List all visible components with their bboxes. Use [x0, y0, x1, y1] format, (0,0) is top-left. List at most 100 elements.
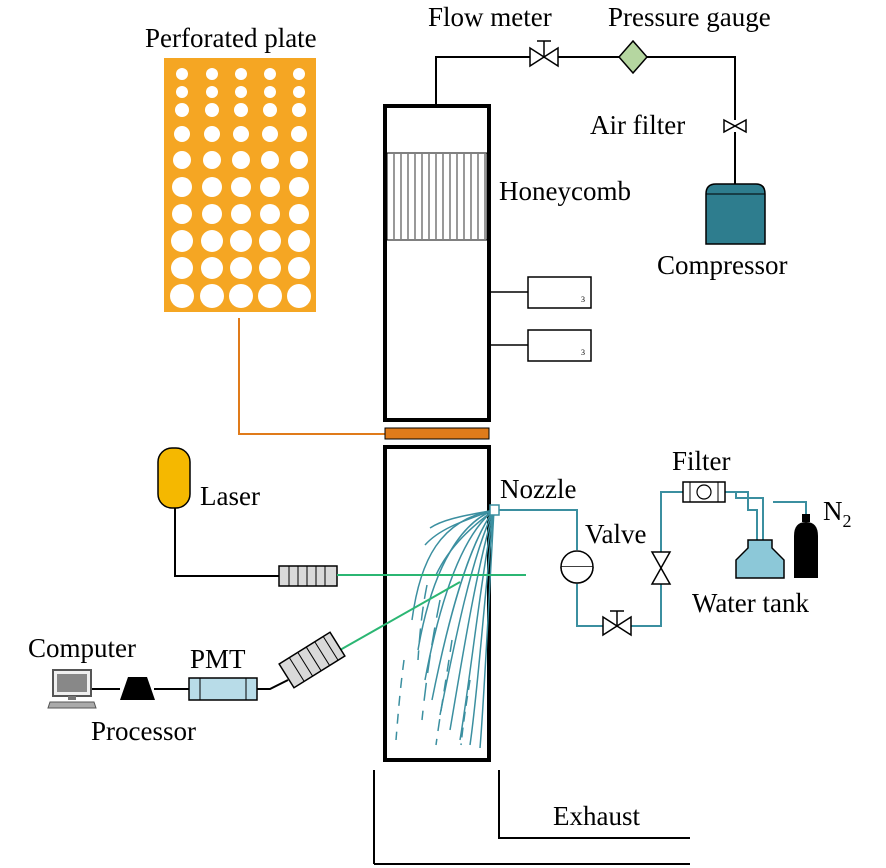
plate-hole — [231, 177, 251, 197]
plate-hole — [201, 230, 223, 252]
plate-connector-line — [238, 318, 385, 435]
plate-hole — [230, 230, 252, 252]
svg-text:3: 3 — [581, 295, 585, 304]
honeycomb-label: Honeycomb — [499, 176, 631, 206]
plate-hole — [175, 103, 189, 117]
plate-hole — [263, 103, 277, 117]
exhaust-label: Exhaust — [553, 801, 640, 831]
plate-hole — [288, 257, 310, 279]
plate-hole — [205, 103, 219, 117]
perforated-plate — [164, 58, 316, 312]
filter-label: Filter — [672, 446, 731, 476]
pressure-gauge-icon — [618, 39, 648, 75]
n2-label: N2 — [823, 496, 852, 531]
plate-hole — [200, 284, 224, 308]
honeycomb-section — [386, 152, 488, 241]
plate-hole — [235, 86, 247, 98]
nozzle-label: Nozzle — [500, 474, 576, 504]
pressure-gauge-label: Pressure gauge — [608, 2, 771, 32]
perforated-plate-slot — [384, 427, 490, 440]
plate-hole — [231, 204, 251, 224]
plate-hole — [172, 204, 192, 224]
laser-icon — [157, 447, 191, 509]
air-filter-icon — [723, 118, 747, 134]
plate-hole — [291, 126, 307, 142]
laser-cable — [174, 508, 279, 577]
processor-icon — [120, 677, 155, 700]
compressor-label: Compressor — [657, 250, 788, 280]
filter-icon — [682, 481, 726, 503]
air-supply-line — [435, 56, 530, 106]
plate-hole — [259, 257, 281, 279]
scattered-beam — [339, 581, 461, 651]
sensor-box-2 — [527, 329, 592, 362]
plate-hole — [172, 177, 192, 197]
honeycomb-cells — [393, 154, 486, 239]
plate-hole — [170, 284, 194, 308]
n2-cylinder-icon — [794, 514, 818, 578]
water-supply-line — [499, 491, 807, 627]
pmt-label: PMT — [190, 644, 246, 674]
plate-hole — [264, 86, 276, 98]
pmt-icon — [188, 677, 258, 701]
receiving-optics-icon — [278, 631, 346, 689]
computer-icon — [47, 669, 97, 709]
water-tank-icon — [735, 539, 785, 579]
sensor-box-1 — [527, 276, 592, 309]
needle-valve-icon — [602, 610, 632, 637]
plate-hole — [176, 86, 188, 98]
svg-text:3: 3 — [581, 348, 585, 357]
plate-hole — [206, 68, 218, 80]
perforated-plate-holes — [170, 68, 311, 308]
plate-hole — [201, 257, 223, 279]
plate-hole — [289, 204, 309, 224]
plate-hole — [171, 230, 193, 252]
water-tank-label: Water tank — [692, 588, 810, 618]
plate-hole — [206, 86, 218, 98]
plate-hole — [234, 103, 248, 117]
flow-meter-valve-icon — [529, 40, 559, 68]
laser-label: Laser — [200, 481, 260, 511]
nozzle-icon — [489, 504, 500, 516]
plate-hole — [229, 284, 253, 308]
plate-hole — [233, 126, 249, 142]
plate-hole — [261, 151, 279, 169]
plate-hole — [287, 284, 311, 308]
valve-icon — [560, 550, 594, 584]
perforated-plate-label: Perforated plate — [145, 23, 317, 53]
plate-hole — [173, 151, 191, 169]
plate-hole — [293, 86, 305, 98]
plate-hole — [260, 204, 280, 224]
valve-label: Valve — [585, 519, 646, 549]
air-filter-label: Air filter — [590, 110, 685, 140]
plate-hole — [289, 177, 309, 197]
plate-hole — [202, 204, 222, 224]
transmitting-optics-icon — [278, 565, 338, 587]
plate-hole — [259, 230, 281, 252]
side-instruments: 3 3 — [489, 276, 592, 362]
vertical-valve-icon — [650, 551, 672, 585]
plate-hole — [202, 177, 222, 197]
plate-hole — [260, 177, 280, 197]
plate-hole — [258, 284, 282, 308]
plate-hole — [174, 126, 190, 142]
spray-pattern — [395, 509, 495, 749]
plate-hole — [232, 151, 250, 169]
plate-hole — [262, 126, 278, 142]
plate-hole — [290, 151, 308, 169]
plate-hole — [293, 68, 305, 80]
exhaust-duct — [373, 770, 690, 865]
plate-hole — [171, 257, 193, 279]
plate-hole — [176, 68, 188, 80]
flow-meter-label: Flow meter — [428, 2, 552, 32]
plate-hole — [264, 68, 276, 80]
plate-hole — [292, 103, 306, 117]
plate-hole — [230, 257, 252, 279]
plate-hole — [235, 68, 247, 80]
plate-hole — [203, 151, 221, 169]
processor-label: Processor — [91, 716, 196, 746]
compressor-icon — [705, 183, 766, 245]
upper-column — [383, 104, 491, 422]
plate-hole — [204, 126, 220, 142]
